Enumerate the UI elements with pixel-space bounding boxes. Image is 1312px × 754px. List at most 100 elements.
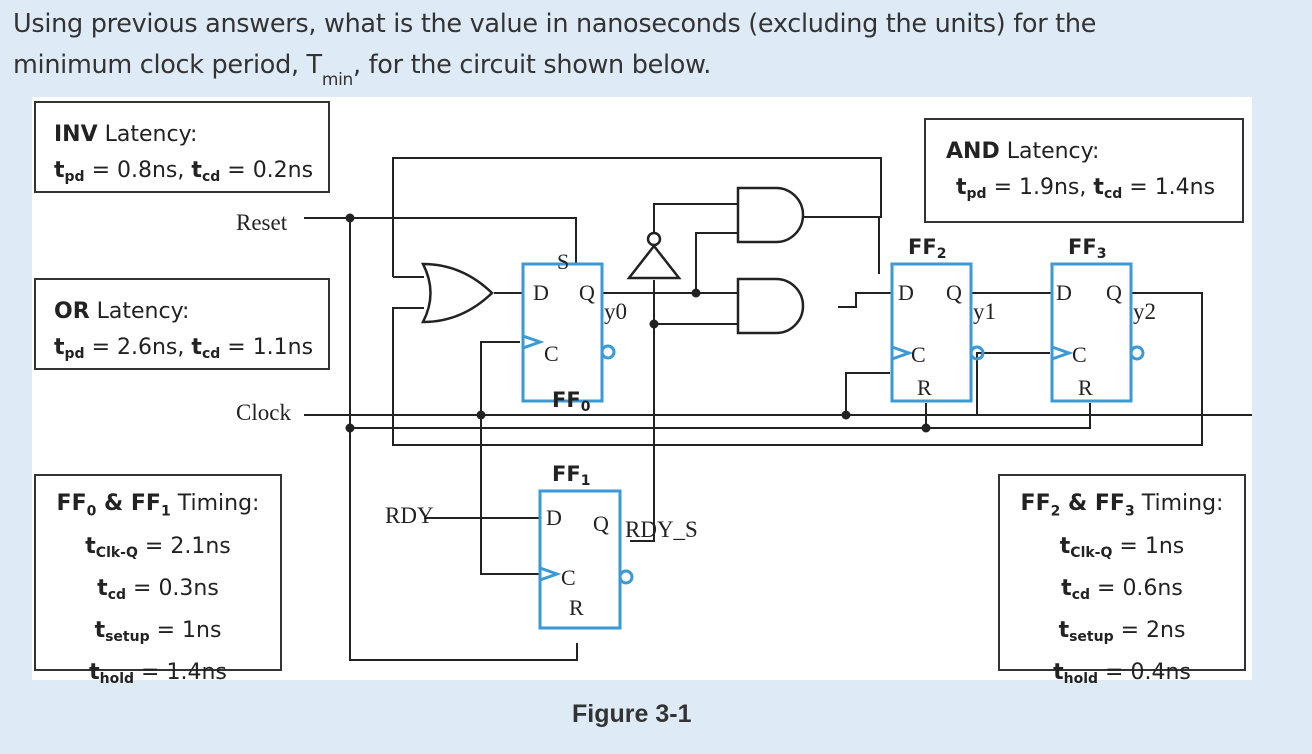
ff0-clock-triangle-icon bbox=[522, 334, 545, 350]
ff01-tclkq: tClk-Q = 2.1ns bbox=[85, 534, 231, 562]
ff3-box bbox=[1050, 262, 1133, 403]
junction-dot bbox=[476, 410, 486, 420]
ff2-pin-q: Q bbox=[946, 280, 962, 305]
circuit-diagram: S D Q C D Q C R D Q C R D Q C R Reset Cl… bbox=[236, 157, 1252, 661]
or-latency-box: OR Latency: tpd = 2.6ns, tcd = 1.1ns bbox=[34, 278, 330, 370]
ff2-box bbox=[890, 262, 973, 403]
clock-to-ff2-wire bbox=[845, 372, 890, 415]
and-title: AND Latency: bbox=[946, 139, 1100, 164]
ff3-pin-q: Q bbox=[1106, 280, 1122, 305]
inv-values: tpd = 0.8ns, tcd = 0.2ns bbox=[54, 158, 314, 185]
and-tcd-value: 1.4ns bbox=[1154, 175, 1216, 200]
or-gate bbox=[420, 262, 494, 324]
ff01-thold: thold = 1.4ns bbox=[89, 660, 227, 688]
ff23-thold: thold = 0.4ns bbox=[1053, 660, 1191, 688]
junction-dot bbox=[841, 410, 851, 420]
ff3-qbar-bubble-icon bbox=[1129, 345, 1145, 361]
ff2-pin-d: D bbox=[898, 280, 914, 305]
signal-labels: Reset Clock RDY RDY_S y0 y1 y2 bbox=[236, 210, 1156, 542]
ff0-pin-s: S bbox=[557, 249, 569, 274]
ff3-pin-r: R bbox=[1078, 375, 1093, 400]
reset-to-ff0-s-wire bbox=[350, 217, 577, 264]
rdy-s-label: RDY_S bbox=[625, 517, 698, 542]
and-latency-box: AND Latency: tpd = 1.9ns, tcd = 1.4ns bbox=[924, 118, 1244, 223]
ff2-pin-c: C bbox=[911, 342, 926, 367]
ff3-pin-c: C bbox=[1072, 342, 1087, 367]
ff-name-labels: FF0 FF1 FF2 FF3 bbox=[552, 235, 1106, 489]
ff0-pin-q: Q bbox=[579, 280, 595, 305]
and-gate-bottom bbox=[736, 277, 805, 335]
ff0-pin-c: C bbox=[544, 341, 559, 366]
y0-to-and-top-wire bbox=[695, 232, 737, 293]
y2-feedback-wire bbox=[392, 292, 1203, 446]
and-values: tpd = 1.9ns, tcd = 1.4ns bbox=[956, 175, 1216, 202]
ff1-pin-c: C bbox=[561, 565, 576, 590]
ff0-qbar-bubble-icon bbox=[600, 344, 616, 360]
ff-clock-triangles bbox=[522, 334, 1145, 585]
reset-label: Reset bbox=[236, 210, 288, 235]
ff23-tclkq: tClk-Q = 1ns bbox=[1059, 534, 1185, 562]
ff1-clock-triangle-icon bbox=[539, 566, 562, 582]
ff23-timing-box: FF2 & FF3 Timing: tClk-Q = 1ns tcd = 0.6… bbox=[998, 474, 1246, 687]
ff01-timing-box: FF0 & FF1 Timing: tClk-Q = 2.1ns tcd = 0… bbox=[34, 474, 282, 687]
ff-boxes bbox=[521, 262, 1133, 630]
junction-dots bbox=[345, 213, 931, 433]
ff0-pin-d: D bbox=[533, 280, 549, 305]
junction-dot bbox=[345, 423, 355, 433]
or-tcd-value: 1.1ns bbox=[252, 335, 314, 360]
inv-tpd-value: 0.8ns bbox=[117, 158, 178, 183]
y0-label: y0 bbox=[604, 299, 627, 324]
junction-dot bbox=[649, 319, 659, 329]
wires bbox=[304, 157, 1252, 661]
clock-to-ff1-wire bbox=[480, 415, 540, 575]
ff2-label: FF2 bbox=[908, 235, 946, 262]
question-text: Using previous answers, what is the valu… bbox=[13, 4, 1303, 90]
y1-label: y1 bbox=[973, 299, 996, 324]
tmin-subscript: min bbox=[321, 70, 354, 90]
and-to-ff2-d-wire bbox=[838, 292, 892, 308]
ff1-label: FF1 bbox=[552, 462, 590, 489]
and-gate-top bbox=[736, 186, 805, 244]
question-line-2-text: minimum clock period, T bbox=[13, 50, 322, 80]
inv-title: INV Latency: bbox=[54, 122, 198, 147]
question-line-2-tail: , for the circuit shown below. bbox=[353, 50, 712, 80]
ff3-clock-triangle-icon bbox=[1051, 345, 1074, 361]
circuit-figure: S D Q C D Q C R D Q C R D Q C R Reset Cl… bbox=[32, 97, 1252, 687]
y2-label: y2 bbox=[1133, 299, 1156, 324]
or-tpd-value: 2.6ns bbox=[117, 335, 178, 360]
and-tpd-value: 1.9ns bbox=[1019, 175, 1080, 200]
pin-labels: S D Q C D Q C R D Q C R D Q C R bbox=[533, 249, 1122, 620]
ff2-pin-r: R bbox=[917, 375, 932, 400]
ff3-pin-d: D bbox=[1056, 280, 1072, 305]
ff2-qbar-bubble-icon bbox=[969, 345, 985, 361]
ff23-tsetup: tsetup = 2ns bbox=[1058, 618, 1186, 646]
question-line-2: minimum clock period, Tmin, for the circ… bbox=[13, 45, 1303, 90]
clock-label: Clock bbox=[236, 400, 291, 425]
ff01-tsetup: tsetup = 1ns bbox=[94, 618, 222, 646]
clock-to-ff3-wire bbox=[846, 352, 1050, 416]
inverter-output-wire bbox=[653, 203, 737, 239]
junction-dot bbox=[921, 423, 931, 433]
ff2-clock-triangle-icon bbox=[891, 345, 914, 361]
ff01-title: FF0 & FF1 Timing: bbox=[56, 491, 260, 520]
ff0-box bbox=[521, 262, 604, 403]
reset-to-ff3-r-wire bbox=[926, 403, 1091, 429]
inv-latency-box: INV Latency: tpd = 0.8ns, tcd = 0.2ns bbox=[34, 101, 330, 193]
ff1-pin-q: Q bbox=[593, 511, 609, 536]
ff0-label: FF0 bbox=[552, 388, 591, 415]
question-line-1: Using previous answers, what is the valu… bbox=[13, 9, 1097, 39]
ff1-box bbox=[538, 489, 622, 630]
reset-wire bbox=[304, 217, 578, 661]
figure-caption: Figure 3-1 bbox=[572, 700, 692, 728]
ff3-label: FF3 bbox=[1068, 235, 1106, 262]
inverter-gate bbox=[626, 231, 682, 280]
ff23-title: FF2 & FF3 Timing: bbox=[1020, 491, 1224, 520]
or-title: OR Latency: bbox=[54, 299, 190, 324]
or-values: tpd = 2.6ns, tcd = 1.1ns bbox=[54, 335, 314, 362]
and-top-feedback-wire bbox=[392, 157, 882, 277]
rdy-s-wire bbox=[630, 280, 655, 542]
ff1-pin-r: R bbox=[569, 595, 584, 620]
ff1-qbar-bubble-icon bbox=[618, 569, 634, 585]
clock-to-ff0-wire bbox=[480, 341, 520, 415]
inv-tcd-value: 0.2ns bbox=[252, 158, 314, 183]
